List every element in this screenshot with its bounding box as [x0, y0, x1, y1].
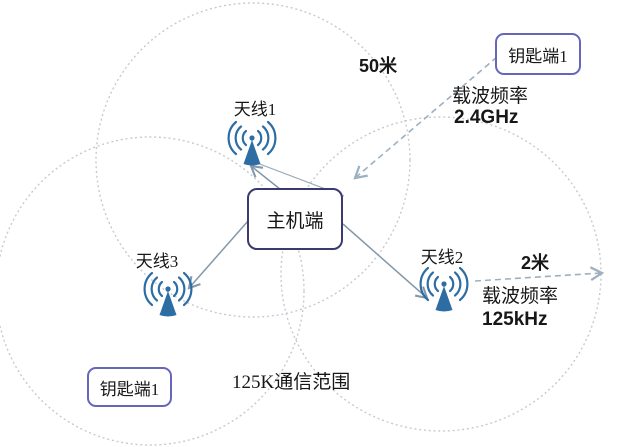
- coverage-range-note: 125K通信范围: [232, 372, 351, 393]
- antenna1-label: 天线1: [233, 100, 277, 119]
- antenna2-icon: [419, 266, 469, 313]
- host-node: 主机端: [247, 188, 343, 250]
- arrow-host-to-antenna2: [342, 223, 429, 300]
- keyfob-bottom-label: 钥匙端1: [99, 379, 160, 399]
- keyfob-node-bottom-left: 钥匙端1: [87, 367, 172, 407]
- carrier-frequency-label-125: 载波频率: [482, 286, 559, 307]
- range-circle-antenna3-125k: [0, 136, 305, 446]
- range-circle-antenna1-2g4: [95, 2, 411, 318]
- dashed-arrow-keyfob-to-host: [353, 56, 498, 180]
- keyfob-top-label: 钥匙端1: [508, 46, 568, 66]
- antenna3-label: 天线3: [135, 252, 179, 271]
- distance-50m-label: 50米: [358, 56, 398, 76]
- antenna1-icon: [227, 120, 277, 167]
- carrier-frequency-value-125: 125kHz: [482, 309, 548, 330]
- arrow-host-to-antenna3: [187, 220, 249, 290]
- antenna2-label: 天线2: [420, 248, 464, 267]
- host-label: 主机端: [266, 210, 324, 232]
- carrier-frequency-label-24: 载波频率: [452, 86, 529, 107]
- keyfob-node-top-right: 钥匙端1: [495, 33, 581, 75]
- carrier-frequency-value-24: 2.4GHz: [454, 107, 519, 128]
- distance-2m-label: 2米: [520, 253, 549, 273]
- dashed-arrow-2m-range: [474, 266, 605, 282]
